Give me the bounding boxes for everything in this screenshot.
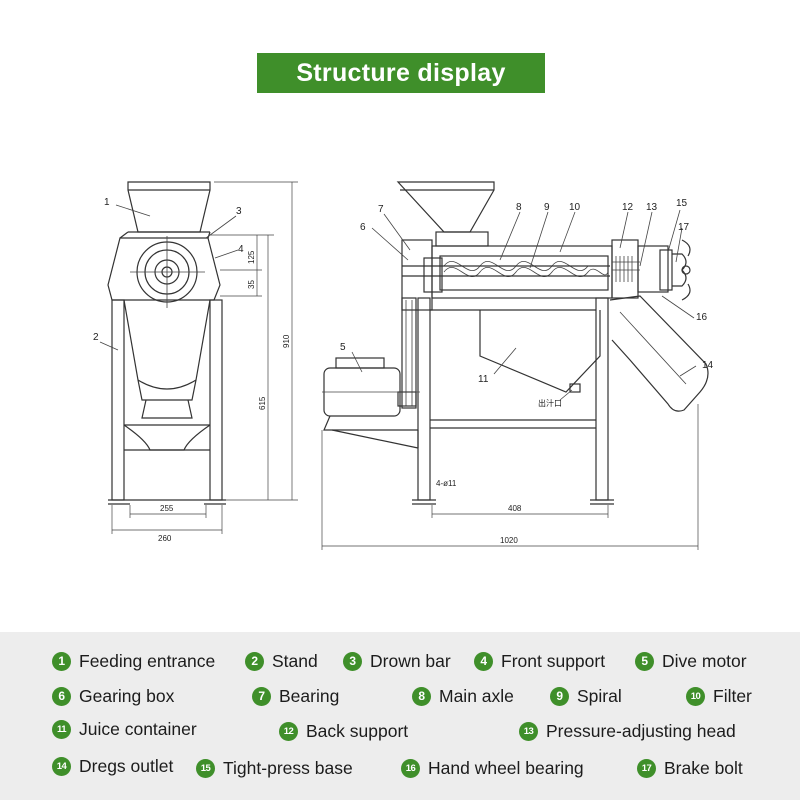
legend-label: Filter [713,685,752,706]
legend-item-14: 14 Dregs outlet [52,755,173,777]
dim-35: 35 [247,280,256,289]
callout-11: 11 [478,374,489,385]
legend-item-13: 13 Pressure-adjusting head [519,720,736,742]
callout-8: 8 [516,202,522,213]
callout-12: 12 [622,202,634,213]
legend-label: Back support [306,720,409,741]
callout-2: 2 [93,332,99,343]
page-title: Structure display [257,53,545,93]
callout-3: 3 [236,206,242,217]
callout-14: 14 [702,360,714,371]
legend-label: Juice container [79,718,197,739]
legend-label: Hand wheel bearing [428,757,584,778]
legend-number-badge: 2 [245,651,264,671]
legend-label: Pressure-adjusting head [546,720,736,741]
legend-number-badge: 10 [686,686,705,706]
dim-615: 615 [258,396,267,410]
legend-label: Bearing [279,685,340,706]
legend-label: Dive motor [662,650,747,671]
legend-label: Drown bar [370,650,451,671]
legend-item-16: 16 Hand wheel bearing [401,757,584,779]
legend-item-12: 12 Back support [279,720,408,742]
callout-13: 13 [646,202,658,213]
dim-255: 255 [160,504,174,513]
legend-number-badge: 1 [52,651,71,671]
legend-label: Dregs outlet [79,755,174,776]
legend-label: Tight-press base [223,757,353,778]
legend-item-5: 5 Dive motor [635,650,747,672]
callout-16: 16 [696,312,708,323]
legend-label: Stand [272,650,318,671]
callout-1: 1 [104,197,110,208]
callout-15: 15 [676,198,688,209]
callout-9: 9 [544,202,550,213]
hole-note: 4-ø11 [436,479,457,488]
callout-7: 7 [378,204,384,215]
technical-drawing: 1 2 3 4 5 6 7 8 9 10 11 12 13 14 15 16 1… [93,181,714,550]
legend-number-badge: 17 [637,758,656,778]
dim-260: 260 [158,534,172,543]
legend-number-badge: 13 [519,721,538,741]
legend-label: Main axle [439,685,514,706]
legend-label: Brake bolt [664,757,743,778]
legend-item-8: 8 Main axle [412,685,514,707]
legend-panel [0,632,800,800]
legend-number-badge: 7 [252,686,271,706]
legend-label: Front support [501,650,606,671]
legend-item-7: 7 Bearing [252,685,339,707]
legend-number-badge: 9 [550,686,569,706]
dim-125: 125 [247,250,256,264]
dim-408: 408 [508,504,522,513]
legend-label: Feeding entrance [79,650,216,671]
side-view [321,181,709,550]
legend-item-1: 1 Feeding entrance [52,650,215,672]
callout-17: 17 [678,222,690,233]
legend-item-4: 4 Front support [474,650,605,672]
legend-item-2: 2 Stand [245,650,318,672]
outlet-note: 出汁口 [538,398,562,408]
callout-6: 6 [360,222,366,233]
legend-item-6: 6 Gearing box [52,685,174,707]
callout-5: 5 [340,342,346,353]
legend-number-badge: 12 [279,721,298,741]
legend-item-3: 3 Drown bar [343,650,451,672]
legend-number-badge: 3 [343,651,362,671]
legend-number-badge: 15 [196,758,215,778]
callout-10: 10 [569,202,581,213]
legend-item-10: 10 Filter [686,685,752,707]
legend-label: Spiral [577,685,622,706]
legend-number-badge: 4 [474,651,493,671]
legend-number-badge: 14 [52,756,71,776]
legend-number-badge: 11 [52,719,71,739]
legend-item-15: 15 Tight-press base [196,757,353,779]
legend-number-badge: 6 [52,686,71,706]
dim-1020: 1020 [500,536,518,545]
legend-label: Gearing box [79,685,175,706]
legend-number-badge: 16 [401,758,420,778]
legend-item-17: 17 Brake bolt [637,757,743,779]
legend-item-9: 9 Spiral [550,685,622,707]
dim-910: 910 [282,334,291,348]
legend-number-badge: 5 [635,651,654,671]
front-view [99,181,298,534]
legend-number-badge: 8 [412,686,431,706]
callout-4: 4 [238,244,244,255]
legend-item-11: 11 Juice container [52,718,197,740]
